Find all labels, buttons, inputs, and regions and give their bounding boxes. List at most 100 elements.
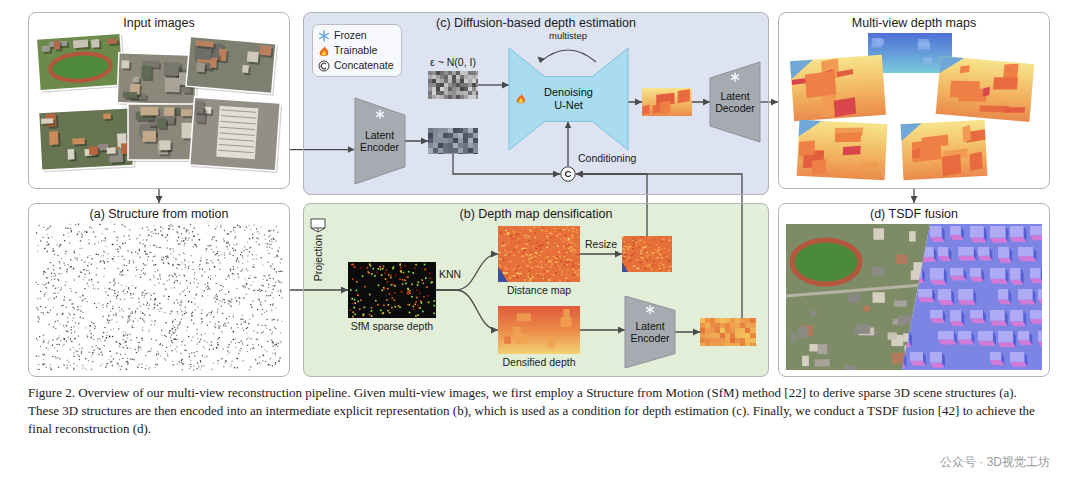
cloud-point	[197, 306, 199, 308]
cloud-point	[268, 364, 270, 366]
cloud-point	[132, 285, 134, 287]
cloud-point	[45, 292, 47, 294]
cloud-point	[277, 291, 279, 293]
cloud-point	[157, 233, 159, 235]
cloud-point	[270, 294, 272, 296]
cloud-point	[247, 337, 249, 339]
flow-arrow	[290, 289, 348, 290]
cloud-point	[113, 261, 115, 263]
cloud-point	[215, 275, 217, 277]
cloud-point	[217, 345, 219, 347]
cloud-point	[220, 225, 222, 227]
cloud-point	[255, 359, 257, 361]
cloud-point	[99, 224, 101, 226]
cloud-point	[176, 346, 178, 348]
cloud-point	[262, 354, 264, 356]
cloud-point	[190, 282, 192, 284]
cloud-point	[272, 352, 274, 354]
cloud-point	[159, 274, 161, 276]
cloud-point	[101, 352, 103, 354]
cloud-point	[260, 302, 262, 304]
cloud-point	[123, 334, 125, 336]
cloud-point	[195, 294, 197, 296]
cloud-point	[126, 358, 128, 360]
cloud-point	[239, 303, 241, 305]
cloud-point	[63, 344, 65, 346]
panel-ground	[303, 12, 769, 195]
cloud-point	[242, 285, 244, 287]
cloud-point	[122, 358, 124, 360]
cloud-point	[120, 271, 122, 273]
cloud-point	[47, 227, 49, 229]
cloud-point	[125, 333, 127, 335]
cloud-point	[45, 367, 47, 369]
building	[140, 107, 158, 115]
cloud-point	[93, 287, 95, 289]
cloud-point	[278, 361, 280, 363]
cloud-point	[193, 352, 195, 354]
cloud-point	[161, 234, 163, 236]
cloud-point	[193, 323, 195, 325]
cloud-point	[184, 245, 186, 247]
cloud-point	[86, 232, 88, 234]
cloud-point	[219, 300, 221, 302]
cloud-point	[215, 323, 217, 325]
cloud-point	[224, 362, 226, 364]
cloud-point	[226, 243, 228, 245]
cloud-point	[259, 291, 261, 293]
cloud-point	[229, 277, 231, 279]
cloud-point	[104, 238, 106, 240]
cloud-point	[73, 314, 75, 316]
cloud-point	[229, 251, 231, 253]
cloud-point	[247, 270, 249, 272]
cloud-point	[93, 231, 95, 233]
cloud-point	[85, 358, 87, 360]
cloud-point	[144, 251, 146, 253]
cloud-point	[228, 303, 230, 305]
cloud-point	[147, 351, 149, 353]
cloud-point	[46, 245, 48, 247]
cloud-point	[78, 231, 80, 233]
cloud-point	[233, 244, 235, 246]
cloud-point	[150, 350, 152, 352]
cloud-point	[61, 273, 63, 275]
cloud-point	[154, 320, 156, 322]
building	[855, 324, 871, 333]
cloud-point	[217, 360, 219, 362]
cloud-point	[103, 332, 105, 334]
cloud-point	[180, 353, 182, 355]
cloud-point	[276, 254, 278, 256]
cloud-point	[189, 368, 191, 370]
cloud-point	[124, 226, 126, 228]
cloud-point	[246, 339, 248, 341]
cloud-point	[123, 264, 125, 266]
cloud-point	[198, 367, 200, 369]
cloud-point	[164, 358, 166, 360]
cloud-point	[200, 369, 202, 371]
photo-frame	[190, 97, 281, 171]
photo-frame	[39, 108, 134, 171]
cloud-point	[74, 308, 76, 310]
cloud-point	[255, 359, 256, 361]
cloud-point	[43, 359, 45, 361]
cloud-point	[70, 266, 72, 268]
cloud-point	[273, 237, 275, 239]
cloud-point	[277, 250, 279, 252]
cloud-point	[53, 269, 55, 271]
cloud-point	[139, 249, 141, 251]
cloud-point	[158, 282, 160, 284]
building	[157, 118, 166, 128]
cloud-point	[121, 316, 123, 318]
aerial-photo	[39, 108, 136, 173]
cloud-point	[137, 347, 139, 349]
cloud-point	[155, 363, 157, 365]
cloud-point	[101, 351, 103, 353]
cloud-point	[53, 307, 55, 309]
cloud-point	[146, 264, 148, 266]
cloud-point	[170, 248, 172, 250]
cloud-point	[153, 264, 155, 266]
cloud-point	[239, 350, 241, 352]
building	[815, 359, 830, 366]
cloud-point	[99, 348, 101, 350]
cloud-point	[97, 347, 99, 349]
